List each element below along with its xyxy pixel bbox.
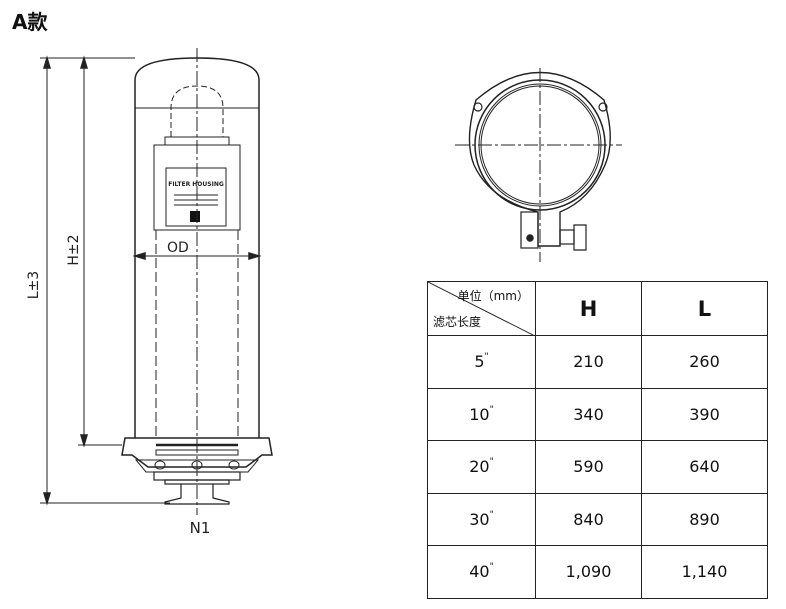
port-N1-label: N1: [190, 519, 211, 537]
inch-mark: ": [489, 562, 494, 573]
length-value: 40: [469, 562, 490, 582]
table-row: 5" 210 260: [427, 335, 768, 389]
cell-L: 260: [641, 335, 768, 389]
cell-H: 590: [535, 440, 642, 494]
cell-L: 890: [641, 492, 768, 546]
diagonal-line: [428, 282, 535, 336]
dimension-H-label: H±2: [66, 234, 82, 265]
table-row: 40" 1,090 1,140: [427, 545, 768, 599]
cell-L: 1,140: [641, 545, 768, 599]
inch-mark: ": [489, 457, 494, 468]
length-value: 20: [469, 457, 490, 477]
clamp-top-view: [455, 68, 622, 262]
table-row: 30" 840 890: [427, 492, 768, 546]
cell-length: 5": [427, 335, 536, 389]
dimension-L: [40, 55, 170, 506]
cell-length: 10": [427, 387, 536, 441]
cell-H: 340: [535, 387, 642, 441]
cell-length: 40": [427, 545, 536, 599]
table-row: 10" 340 390: [427, 387, 768, 441]
inch-mark: ": [489, 404, 494, 415]
column-header-L: L: [641, 281, 768, 336]
page-title: A款: [12, 10, 48, 34]
cell-length: 30": [427, 492, 536, 546]
cell-L: 390: [641, 387, 768, 441]
cell-H: 210: [535, 335, 642, 389]
dimension-L-label: L±3: [26, 271, 42, 299]
cell-length: 20": [427, 440, 536, 494]
inch-mark: ": [484, 352, 489, 363]
cell-L: 640: [641, 440, 768, 494]
cell-H: 1,090: [535, 545, 642, 599]
table-corner-cell: 单位（mm） 滤芯长度: [427, 281, 536, 336]
table-header-row: 单位（mm） 滤芯长度 H L: [427, 281, 768, 336]
row-label: 滤芯长度: [433, 315, 482, 329]
column-header-H: H: [535, 281, 642, 336]
inch-mark: ": [489, 509, 494, 520]
unit-label: 单位（mm）: [457, 289, 529, 303]
length-value: 30: [469, 509, 490, 529]
cell-H: 840: [535, 492, 642, 546]
base-clamp: [121, 437, 273, 505]
dimension-H: [78, 55, 122, 448]
length-value: 5: [474, 352, 485, 372]
length-value: 10: [469, 404, 490, 424]
label-plate-text: FILTER HOUSING: [168, 181, 224, 188]
dimension-OD-label: OD: [167, 240, 189, 256]
table-row: 20" 590 640: [427, 440, 768, 494]
